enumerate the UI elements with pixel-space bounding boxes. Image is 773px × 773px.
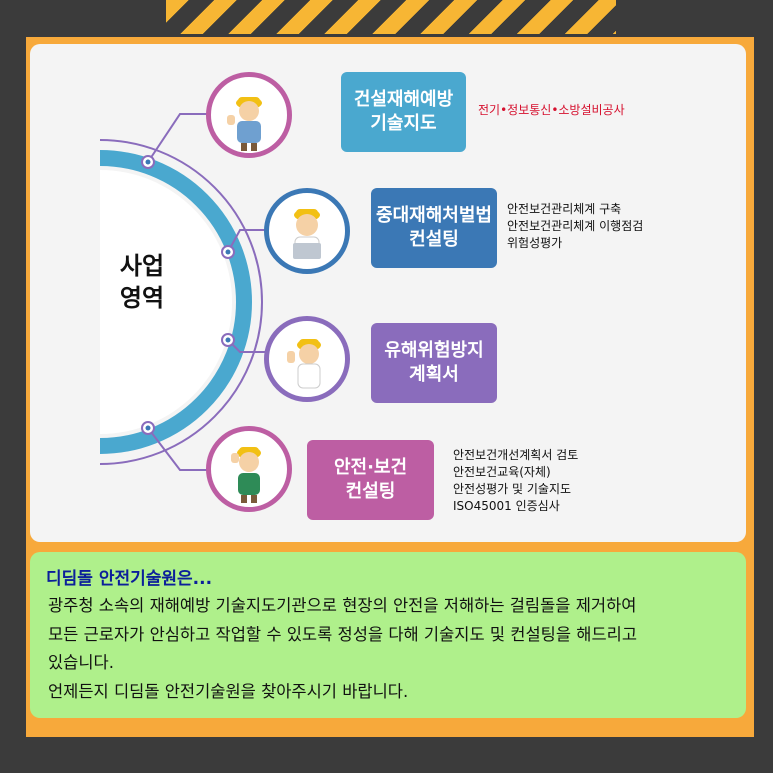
item-2-desc-line: 안전보건관리체계 이행점검	[507, 219, 644, 233]
item-4-description: 안전보건개선계획서 검토 안전보건교육(자체) 안전성평가 및 기술지도 ISO…	[453, 447, 578, 515]
item-4-title-line1: 안전·보건	[333, 457, 408, 478]
item-4-title-line2: 컨설팅	[345, 481, 396, 502]
worker-salute-icon	[206, 426, 292, 512]
center-label: 사업 영역	[107, 250, 177, 314]
info-line: 있습니다.	[48, 653, 114, 672]
item-1-desc-line: 전기•정보통신•소방설비공사	[478, 103, 625, 117]
item-4-desc-line: 안전성평가 및 기술지도	[453, 482, 572, 496]
info-line: 모든 근로자가 안심하고 작업할 수 있도록 정성을 다해 기술지도 및 컨설팅…	[48, 624, 637, 644]
worker-laptop-icon	[264, 188, 350, 274]
item-4-desc-line: ISO45001 인증심사	[453, 499, 560, 513]
item-4-desc-line: 안전보건교육(자체)	[453, 465, 551, 479]
item-2-title-line2: 컨설팅	[409, 229, 459, 250]
item-hazard-prevention-plan-box: 유해위험방지 계획서	[371, 323, 497, 403]
center-label-line1: 사업	[119, 252, 165, 280]
item-3-title-line1: 유해위험방지	[384, 340, 484, 361]
info-title: 디딤돌 안전기술원은...	[46, 569, 213, 589]
item-4-desc-line: 안전보건개선계획서 검토	[453, 448, 579, 462]
item-serious-accident-consulting-box: 중대재해처벌법 컨설팅	[371, 188, 497, 268]
info-body: 광주청 소속의 재해예방 기술지도기관으로 현장의 안전을 저해하는 걸림돌을 …	[48, 592, 738, 706]
hazard-stripe-banner	[166, 0, 616, 34]
item-safety-health-consulting-box: 안전·보건 컨설팅	[307, 440, 434, 520]
item-construction-prevention-box: 건설재해예방 기술지도	[341, 72, 466, 152]
item-2-desc-line: 위험성평가	[507, 236, 563, 250]
item-1-description: 전기•정보통신•소방설비공사	[478, 102, 625, 119]
item-1-title-line1: 건설재해예방	[353, 89, 454, 110]
item-2-title-line1: 중대재해처벌법	[376, 205, 492, 226]
item-2-desc-line: 안전보건관리체계 구축	[507, 202, 622, 216]
item-1-title-line2: 기술지도	[370, 113, 437, 134]
worker-waving-icon	[264, 316, 350, 402]
item-3-title-line2: 계획서	[409, 364, 459, 385]
worker-thumbs-up-icon	[206, 72, 292, 158]
info-line: 언제든지 디딤돌 안전기술원을 찾아주시기 바랍니다.	[48, 681, 409, 701]
center-label-line2: 영역	[119, 284, 165, 312]
item-2-description: 안전보건관리체계 구축 안전보건관리체계 이행점검 위험성평가	[507, 201, 643, 252]
company-info-panel: 디딤돌 안전기술원은... 광주청 소속의 재해예방 기술지도기관으로 현장의 …	[30, 552, 746, 718]
info-line: 광주청 소속의 재해예방 기술지도기관으로 현장의 안전을 저해하는 걸림돌을 …	[48, 596, 637, 615]
